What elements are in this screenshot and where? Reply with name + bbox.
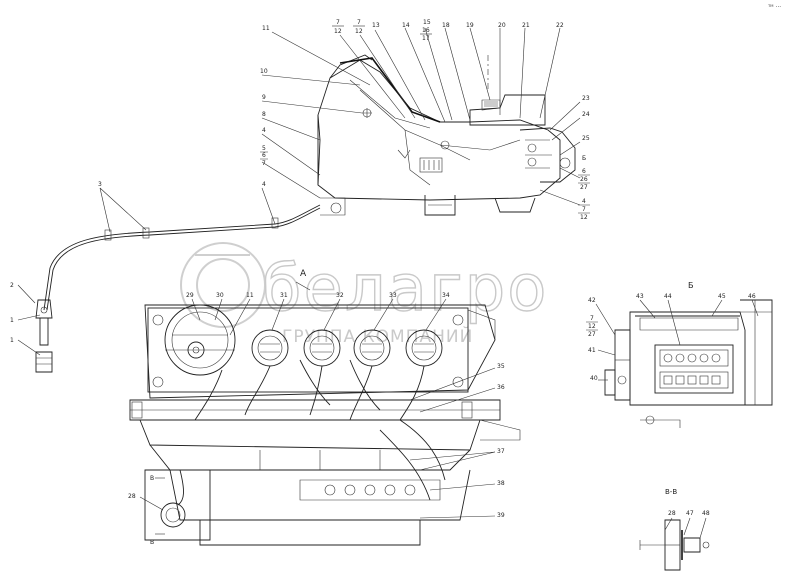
fraction-7-12-b: 7 12 — [353, 19, 365, 35]
mark-v-bottom: В — [150, 539, 154, 546]
callout-20: 20 — [498, 22, 506, 29]
fraction-7-12-a: 7 12 — [332, 19, 344, 35]
callout-4: 4 — [262, 127, 266, 134]
callout-36: 36 — [497, 384, 505, 391]
callout-46: 46 — [748, 293, 756, 300]
section-v-v: В-В 28 47 48 — [639, 488, 710, 571]
svg-text:12: 12 — [588, 323, 596, 330]
svg-text:27: 27 — [588, 331, 596, 338]
callout-34: 34 — [442, 292, 450, 299]
svg-text:7: 7 — [590, 315, 594, 322]
mark-v-top: В — [150, 475, 154, 482]
callout-8: 8 — [262, 111, 266, 118]
svg-text:6: 6 — [262, 152, 266, 159]
callout-40: 40 — [590, 375, 598, 382]
callout-10: 10 — [260, 68, 268, 75]
callout-3: 3 — [98, 181, 102, 188]
callout-14: 14 — [402, 22, 410, 29]
fraction-6-26-27: 6 26 27 — [578, 168, 590, 191]
callout-13: 13 — [372, 22, 380, 29]
callout-39: 39 — [497, 512, 505, 519]
svg-text:16: 16 — [422, 27, 430, 34]
callout-31: 31 — [280, 292, 288, 299]
svg-text:7: 7 — [582, 206, 586, 213]
section-label-a: А — [300, 269, 307, 279]
callout-2: 2 — [10, 282, 14, 289]
callout-25: 25 — [582, 135, 590, 142]
watermark-brand: белагро — [262, 252, 548, 326]
callout-44: 44 — [664, 293, 672, 300]
section-label-b-top: Б — [582, 155, 586, 162]
callout-33: 33 — [389, 292, 397, 299]
panel-a-callouts: 29 30 11 31 32 33 34 35 36 37 38 39 28 — [128, 292, 505, 519]
callout-9: 9 — [262, 94, 266, 101]
callout-47: 47 — [686, 510, 694, 517]
watermark: белагро ГРУППА КОМПАНИЙ — [180, 242, 548, 347]
fraction-15-16-17: 15 16 17 — [420, 19, 432, 42]
callout-30: 30 — [216, 292, 224, 299]
svg-text:7: 7 — [336, 19, 340, 26]
svg-text:4: 4 — [582, 198, 586, 205]
callout-21: 21 — [522, 22, 530, 29]
callout-2b: 1 — [10, 317, 14, 324]
svg-text:12: 12 — [355, 28, 363, 35]
callout-28: 28 — [128, 493, 136, 500]
svg-text:12: 12 — [334, 28, 342, 35]
top-callouts: 11 10 9 8 4 5 6 7 4 3 2 1 1 7 12 7 12 13… — [10, 19, 590, 344]
watermark-subtitle: ГРУППА КОМПАНИЙ — [282, 325, 473, 347]
callout-18: 18 — [442, 22, 450, 29]
callout-28b: 28 — [668, 510, 676, 517]
watermark-logo-icon — [180, 242, 266, 328]
callout-11: 11 — [262, 25, 270, 32]
connector-31 — [251, 329, 289, 367]
callout-48: 48 — [702, 510, 710, 517]
svg-text:7: 7 — [262, 160, 266, 167]
callout-19: 19 — [466, 22, 474, 29]
svg-text:17: 17 — [422, 35, 430, 42]
callout-37: 37 — [497, 448, 505, 455]
svg-text:6: 6 — [582, 168, 586, 175]
callout-24: 24 — [582, 111, 590, 118]
fraction-7-12-27: 7 12 27 — [586, 315, 598, 338]
section-label-b: Б — [688, 281, 694, 290]
section-label-v: В-В — [665, 488, 677, 496]
callout-43: 43 — [636, 293, 644, 300]
callout-32: 32 — [336, 292, 344, 299]
callout-11b: 11 — [246, 292, 254, 299]
svg-text:27: 27 — [580, 184, 588, 191]
svg-text:12: 12 — [580, 214, 588, 221]
callout-41: 41 — [588, 347, 596, 354]
svg-text:7: 7 — [357, 19, 361, 26]
svg-text:15: 15 — [423, 19, 431, 26]
callout-22: 22 — [556, 22, 564, 29]
callout-45: 45 — [718, 293, 726, 300]
fraction-5-6-7: 5 6 7 — [260, 145, 268, 167]
callout-23: 23 — [582, 95, 590, 102]
callout-38: 38 — [497, 480, 505, 487]
svg-text:26: 26 — [580, 176, 588, 183]
view-b: Б 42 43 44 — [586, 281, 773, 428]
callout-4b: 4 — [262, 181, 266, 188]
callout-1: 1 — [10, 337, 14, 344]
svg-text:5: 5 — [262, 145, 266, 152]
top-leaders — [17, 27, 581, 356]
callout-29: 29 — [186, 292, 194, 299]
corner-mark: ᵀᴹ ··· — [767, 4, 781, 11]
fraction-4-7-12: 4 7 12 — [578, 198, 590, 221]
callout-35: 35 — [497, 363, 505, 370]
callout-42: 42 — [588, 297, 596, 304]
panel-view-a: А — [129, 269, 521, 546]
